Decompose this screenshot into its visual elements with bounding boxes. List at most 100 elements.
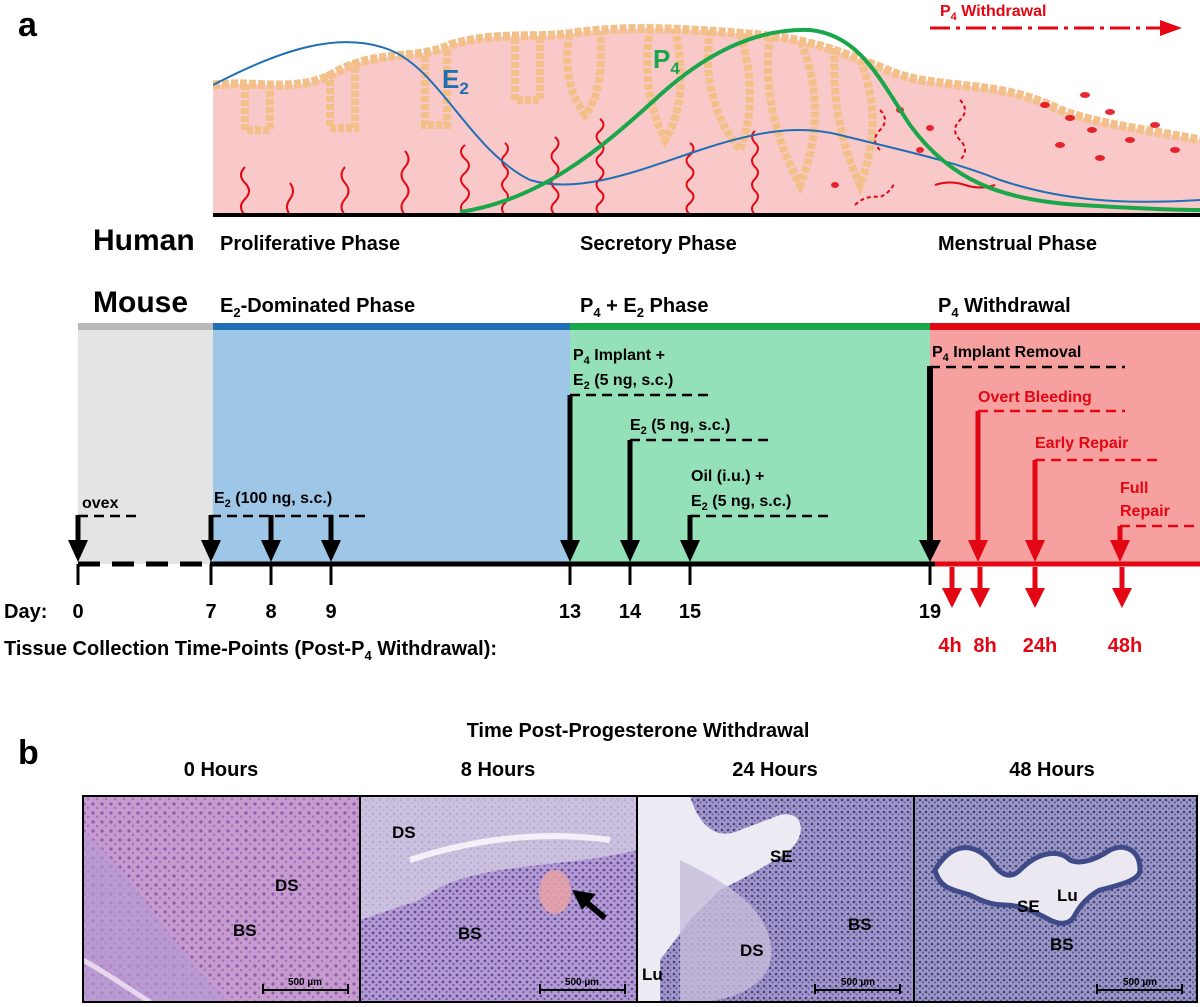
human-axis-line	[213, 213, 1200, 217]
histology-24h-label-lu: Lu	[642, 965, 663, 984]
p4-implant-label-line2: E2 (5 ng, s.c.)	[573, 372, 673, 392]
ovex-label: ovex	[82, 495, 119, 512]
mouse-phase-p4-e2: P4 + E2 Phase	[580, 295, 708, 320]
withdrawal-phase-bar	[930, 323, 1200, 330]
svg-text:500 µm: 500 µm	[565, 977, 599, 988]
scale-bar-24h: 500 µm	[814, 977, 901, 994]
ovex-phase-bar	[78, 323, 213, 330]
full-repair-label-2: Repair	[1120, 503, 1170, 520]
bleeding-indicator-arrow-icon	[572, 890, 607, 921]
histology-8h-label-bs: BS	[458, 924, 482, 943]
withdrawal-banner-arrowhead	[1160, 20, 1182, 36]
full-repair-label-1: Full	[1120, 480, 1148, 497]
e2-curve	[213, 41, 1200, 203]
histology-0h-label-bs: BS	[233, 921, 257, 940]
mouse-label: Mouse	[93, 286, 188, 319]
p4-curve-label: P4	[653, 44, 680, 78]
e2-phase-bar	[213, 323, 570, 330]
histology-48h	[914, 796, 1197, 1002]
day-label: Day:	[4, 601, 47, 623]
panel-b-column-headers: 0 Hours 8 Hours 24 Hours 48 Hours	[184, 759, 1095, 781]
human-label: Human	[93, 224, 195, 257]
scale-bar-8h: 500 µm	[539, 977, 626, 994]
red-treatment-dashes	[978, 409, 1195, 528]
histology-48h-label-se: SE	[1017, 897, 1040, 916]
arrow-day14	[620, 440, 640, 562]
svg-text:0: 0	[72, 601, 83, 623]
overt-bleeding-arrow	[968, 411, 988, 562]
svg-text:500 µm: 500 µm	[841, 977, 875, 988]
collection-arrows	[942, 567, 1132, 608]
arrow-day19	[919, 366, 941, 562]
human-phase-menstrual: Menstrual Phase	[938, 233, 1097, 255]
glands	[241, 27, 877, 196]
injection-arrows	[68, 366, 941, 562]
svg-text:13: 13	[559, 601, 581, 623]
p4-implant-label-line1: P4 Implant +	[573, 347, 665, 367]
mouse-phase-withdrawal: P4 Withdrawal	[938, 295, 1071, 320]
svg-text:24 Hours: 24 Hours	[732, 759, 818, 781]
svg-text:8h: 8h	[973, 635, 996, 657]
histology-24h	[637, 796, 914, 1002]
human-phase-proliferative: Proliferative Phase	[220, 233, 400, 255]
day-ticks	[76, 564, 932, 585]
human-phase-secretory: Secretory Phase	[580, 233, 737, 255]
arrow-day0	[68, 515, 88, 562]
svg-text:24h: 24h	[1023, 635, 1057, 657]
full-repair-arrow	[1110, 526, 1130, 562]
histology-24h-label-bs: BS	[848, 915, 872, 934]
early-repair-label: Early Repair	[1035, 435, 1128, 452]
p4-curve	[459, 27, 1200, 214]
arrow-day15	[680, 515, 700, 562]
mouse-phase-e2-dominated: E2-Dominated Phase	[220, 295, 415, 320]
timepoint-labels: 4h 8h 24h 48h	[938, 635, 1142, 657]
collection-arrow-48h	[1112, 567, 1132, 608]
repair-arrows	[968, 411, 1130, 562]
arrow-day13	[560, 395, 580, 562]
histology-24h-label-se: SE	[770, 847, 793, 866]
early-repair-arrow	[1025, 460, 1045, 562]
histology-frames	[82, 795, 1198, 1003]
svg-text:8: 8	[265, 601, 276, 623]
histology-0h	[83, 796, 360, 1002]
histology-24h-label-ds: DS	[740, 941, 764, 960]
svg-text:7: 7	[205, 601, 216, 623]
scale-bar-0h: 500 µm	[262, 977, 349, 994]
panel-b-title: Time Post-Progesterone Withdrawal	[467, 720, 810, 742]
svg-text:0 Hours: 0 Hours	[184, 759, 258, 781]
withdrawal-banner-label: P4 Withdrawal	[940, 3, 1046, 23]
svg-text:8 Hours: 8 Hours	[461, 759, 535, 781]
scale-bars: 500 µm 500 µm 500 µm 500 µm	[262, 977, 1183, 994]
oil-label-line2: E2 (5 ng, s.c.)	[691, 493, 791, 513]
histology-8h-label-ds: DS	[392, 823, 416, 842]
svg-text:14: 14	[619, 601, 642, 623]
endometrium-illustration	[213, 24, 1200, 215]
histology-48h-label-lu: Lu	[1057, 886, 1078, 905]
p4-e2-phase-bar	[570, 323, 930, 330]
histology-48h-label-bs: BS	[1050, 935, 1074, 954]
panel-a-letter: a	[18, 6, 38, 44]
e2-100-label: E2 (100 ng, s.c.)	[214, 490, 332, 510]
svg-text:4h: 4h	[938, 635, 961, 657]
day-numbers: 0 7 8 9 13 14 15 19	[72, 601, 941, 623]
shed-cells	[831, 92, 1180, 188]
svg-text:19: 19	[919, 601, 941, 623]
svg-text:48 Hours: 48 Hours	[1009, 759, 1095, 781]
ovex-phase-region	[78, 327, 213, 564]
collection-arrow-4h	[942, 567, 962, 608]
panel-b-letter: b	[18, 734, 39, 772]
tissue-collection-label: Tissue Collection Time-Points (Post-P4 W…	[4, 638, 497, 663]
svg-text:500 µm: 500 µm	[288, 977, 322, 988]
e2-curve-label: E2	[442, 64, 469, 98]
arrow-day8	[261, 515, 281, 562]
svg-text:15: 15	[679, 601, 701, 623]
svg-text:500 µm: 500 µm	[1123, 977, 1157, 988]
scale-bar-48h: 500 µm	[1096, 977, 1183, 994]
svg-text:9: 9	[325, 601, 336, 623]
overt-bleeding-label: Overt Bleeding	[978, 389, 1092, 406]
arrow-day7	[201, 515, 221, 562]
oil-label-line1: Oil (i.u.) +	[691, 468, 764, 485]
treatment-dashes	[78, 365, 1125, 518]
histology-0h-label-ds: DS	[275, 876, 299, 895]
